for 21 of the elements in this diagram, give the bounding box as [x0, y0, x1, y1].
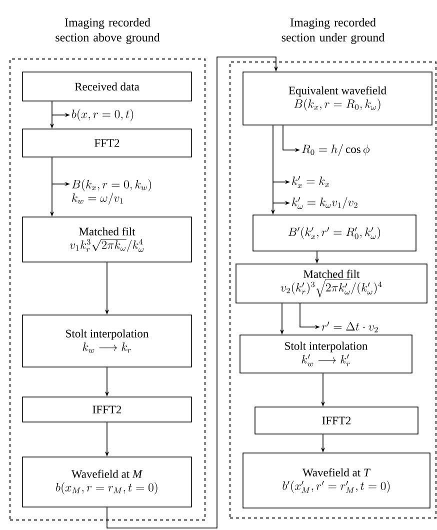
annotation-text: $b(x,r=0,t)$ [72, 109, 134, 122]
process-box: Stolt interpolation $k_w\longrightarrow k_r$ [22, 314, 192, 368]
annotation-text: $r'=\Delta t\cdot v_2$ [322, 322, 378, 332]
annotation-text: $k'_\omega=k_\omega v_1/v_2$ [292, 197, 358, 210]
annotation-text: $R_0=h/\cos\phi$ [302, 144, 370, 156]
process-box: Matched filt $v_2(k'_r)^3\sqrt{2\pi k'_\omega}/(k'_\omega)^4$ [236, 264, 428, 304]
process-box: $B'(k'_x,r'=R'_0,k'_\omega)$ [252, 214, 416, 252]
arrow [106, 56, 278, 528]
annotation-text: $B(k_x,r=0,k_w)$ $k_w=\omega/v_1$ [72, 179, 152, 205]
group-heading: Imaging recorded section under ground [282, 18, 384, 44]
process-box: Wavefield at T $b'(x'_M,r'=r'_M,t=0)$ [242, 452, 430, 508]
process-box: IFFT2 [22, 396, 192, 422]
annotation-text: $k'_x=k_x$ [292, 176, 330, 188]
process-box: FFT2 [22, 128, 192, 158]
process-box: Stolt interpolation $k'_w\longrightarrow k'_r$ [240, 334, 412, 374]
group-heading: Imaging recorded section above ground [56, 18, 160, 44]
process-box: Wavefield at M $b(x_M,r=r_M,t=0)$ [22, 456, 192, 508]
process-box: Equivalent wavefield $B(k_x,r=R_0,k_\omega)$ [242, 72, 432, 126]
process-box: Matched filt $v_1k_r^3\sqrt{2\pi k_\omega}/k_\omega^4$ [22, 216, 192, 262]
process-box: Received data [22, 72, 192, 102]
process-box: IFFT2 [254, 406, 418, 434]
